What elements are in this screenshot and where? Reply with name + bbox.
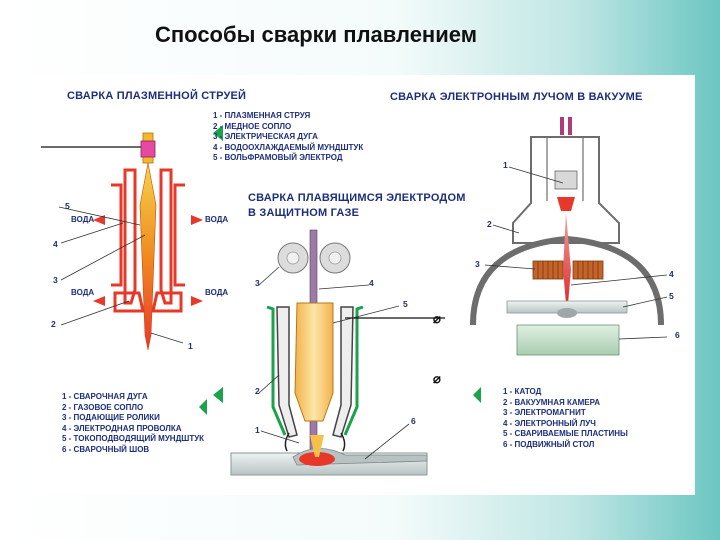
- plasma-num-2: 2: [51, 319, 56, 329]
- plasma-legend-item: 2 - МЕДНОЕ СОПЛО: [213, 121, 292, 131]
- electrode-num-5: 5: [403, 299, 408, 309]
- electrode-legend-item: 2 - ГАЗОВОЕ СОПЛО: [62, 402, 144, 412]
- electrode-legend-item: 6 - СВАРОЧНЫЙ ШОВ: [62, 444, 150, 454]
- electrode-legend: 1 - СВАРОЧНАЯ ДУГА 2 - ГАЗОВОЕ СОПЛО 3 -…: [62, 392, 204, 455]
- ebeam-num-4: 4: [669, 269, 674, 279]
- electrode-legend-item: 3 - ПОДАЮЩИЕ РОЛИКИ: [62, 413, 160, 422]
- plasma-torch: [58, 125, 223, 403]
- electrode-heading-line1: СВАРКА ПЛАВЯЩИМСЯ ЭЛЕКТРОДОМ: [248, 192, 466, 204]
- electrode-num-6: 6: [411, 416, 416, 426]
- plasma-legend-item: 5 - ВОЛЬФРАМОВЫЙ ЭЛЕКТРОД: [213, 153, 343, 162]
- plasma-legend-item: 1 - ПЛАЗМЕННАЯ СТРУЯ: [213, 111, 311, 120]
- plasma-legend-item: 4 - ВОДООХЛАЖДАЕМЫЙ МУНДШТУК: [213, 142, 364, 152]
- electrode-num-4: 4: [369, 278, 374, 288]
- welding-drawings: [41, 117, 668, 476]
- diagram-panel: СВАРКА ПЛАЗМЕННОЙ СТРУЕЙ 1 - ПЛАЗМЕННАЯ …: [27, 75, 695, 495]
- water-label: ВОДА: [205, 215, 229, 224]
- plasma-heading: СВАРКА ПЛАЗМЕННОЙ СТРУЕЙ: [67, 90, 247, 102]
- electrode-legend-item: 1 - СВАРОЧНАЯ ДУГА: [62, 392, 148, 401]
- electrode-num-2: 2: [255, 386, 260, 396]
- electrode-num-3: 3: [255, 278, 260, 288]
- ground-symbol: ⌀: [433, 371, 441, 386]
- ground-symbol: ⌀: [433, 311, 441, 326]
- plasma-num-4: 4: [53, 239, 58, 249]
- plasma-legend-item: 3 - ЭЛЕКТРИЧЕСКАЯ ДУГА: [213, 132, 318, 141]
- ebeam-legend-item: 3 - ЭЛЕКТРОМАГНИТ: [503, 408, 586, 417]
- water-label: ВОДА: [71, 288, 95, 297]
- ebeam-legend-item: 5 - СВАРИВАЕМЫЕ ПЛАСТИНЫ: [503, 429, 628, 438]
- electrode-heading-line2: В ЗАЩИТНОМ ГАЗЕ: [248, 207, 360, 219]
- ebeam-legend-item: 4 - ЭЛЕКТРОННЫЙ ЛУЧ: [503, 418, 596, 428]
- plasma-legend: 1 - ПЛАЗМЕННАЯ СТРУЯ 2 - МЕДНОЕ СОПЛО 3 …: [213, 111, 363, 164]
- ebeam-num-5: 5: [669, 291, 674, 301]
- gas-metal-torch: [199, 229, 445, 476]
- ebeam-legend-item: 2 - ВАКУУМНАЯ КАМЕРА: [503, 397, 601, 407]
- ebeam-legend: 1 - КАТОД 2 - ВАКУУМНАЯ КАМЕРА 3 - ЭЛЕКТ…: [503, 387, 628, 450]
- water-label: ВОДА: [71, 215, 95, 224]
- plasma-num-3: 3: [53, 275, 58, 285]
- ebeam-legend-item: 6 - ПОДВИЖНЫЙ СТОЛ: [503, 439, 595, 449]
- ebeam-num-3: 3: [475, 259, 480, 269]
- water-label: ВОДА: [205, 288, 229, 297]
- slide-title: Способы сварки плавлением: [155, 22, 477, 47]
- electrode-legend-item: 4 - ЭЛЕКТРОДНАЯ ПРОВОЛКА: [62, 423, 182, 433]
- plasma-num-1: 1: [188, 341, 193, 351]
- electrode-num-1: 1: [255, 425, 260, 435]
- electrode-legend-item: 5 - ТОКОПОДВОДЯЩИЙ МУНДШТУК: [62, 434, 205, 443]
- ebeam-num-6: 6: [675, 330, 680, 340]
- ebeam-heading: СВАРКА ЭЛЕКТРОННЫМ ЛУЧОМ В ВАКУУМЕ: [390, 91, 643, 103]
- plasma-num-5: 5: [65, 201, 70, 211]
- electron-beam-gun: [470, 117, 668, 403]
- ebeam-legend-item: 1 - КАТОД: [503, 387, 542, 396]
- ebeam-num-1: 1: [503, 160, 508, 170]
- ebeam-num-2: 2: [487, 219, 492, 229]
